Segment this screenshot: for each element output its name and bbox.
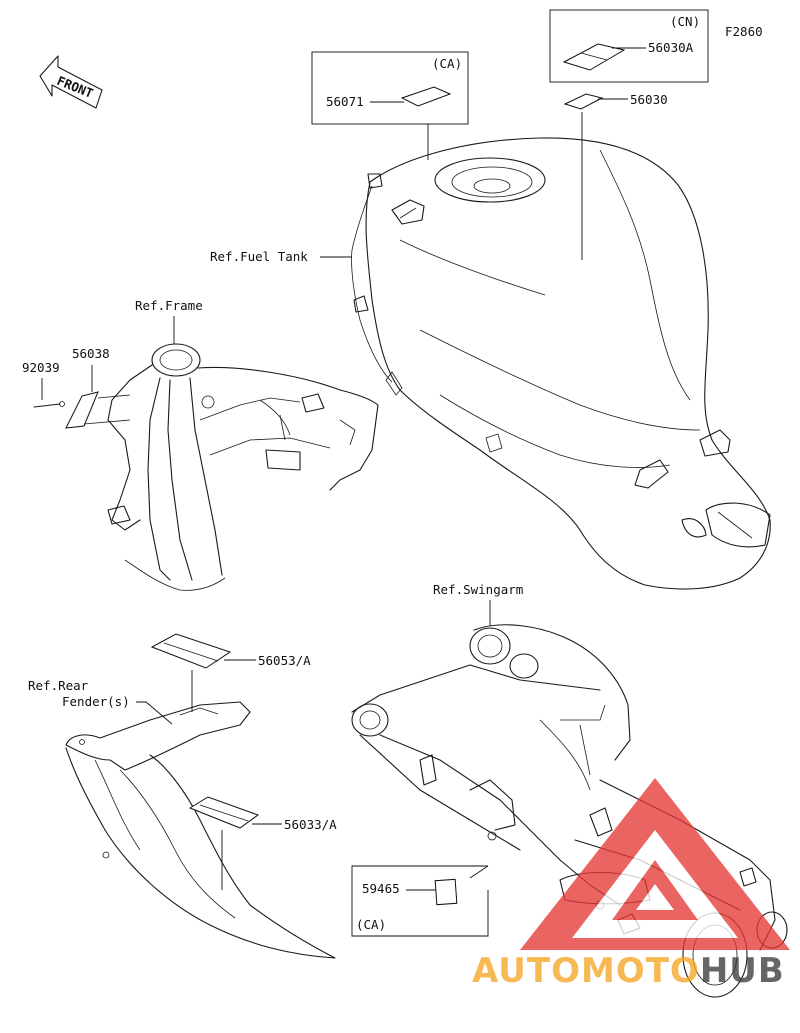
- part-56053a-label[interactable]: 56053/A: [258, 653, 311, 668]
- part-56053a: 56053/A: [150, 633, 311, 712]
- decal-56071: [400, 86, 452, 107]
- front-arrow-icon: FRONT: [39, 55, 103, 109]
- box-ca-56071: (CA) 56071: [311, 51, 469, 160]
- part-56030-label[interactable]: 56030: [630, 92, 668, 107]
- watermark-text-auto: AUTOMOTOHUB: [472, 951, 785, 991]
- ref-frame: Ref.Frame: [135, 298, 203, 344]
- part-56030: 56030: [563, 92, 668, 260]
- automotohub-watermark: AUTOMOTOHUB: [472, 778, 790, 991]
- decal-56030a: [562, 43, 626, 71]
- part-56038: 56038: [65, 346, 131, 429]
- fuel-tank-drawing: [351, 137, 771, 590]
- figure-code: F2860: [725, 24, 763, 39]
- part-56038-label[interactable]: 56038: [72, 346, 110, 361]
- box-ca-59465: 59465 (CA): [351, 865, 489, 937]
- box-cn-label: (CN): [670, 14, 700, 29]
- part-92039: 92039: [22, 360, 65, 408]
- part-59465-label[interactable]: 59465: [362, 881, 400, 896]
- ref-rear-fender-label-line1: Ref.Rear: [28, 678, 89, 693]
- box-ca-label: (CA): [432, 56, 462, 71]
- ref-fuel-tank-label: Ref.Fuel Tank: [210, 249, 308, 264]
- rear-fender-drawing: [65, 701, 336, 959]
- ref-frame-label: Ref.Frame: [135, 298, 203, 313]
- ref-rear-fender-label-line2: Fender(s): [62, 694, 130, 709]
- part-56071-label[interactable]: 56071: [326, 94, 364, 109]
- decal-59465: [434, 878, 458, 906]
- part-56033a-label[interactable]: 56033/A: [284, 817, 337, 832]
- ref-fuel-tank: Ref.Fuel Tank: [210, 249, 352, 264]
- part-56030a-label[interactable]: 56030A: [648, 40, 694, 55]
- ref-swingarm-label: Ref.Swingarm: [433, 582, 523, 597]
- frame-drawing: [107, 343, 379, 591]
- watermark-triangle-icon: [520, 778, 790, 950]
- ref-swingarm: Ref.Swingarm: [433, 582, 523, 626]
- box-cn-56030a: (CN) 56030A: [549, 9, 709, 83]
- part-92039-label[interactable]: 92039: [22, 360, 60, 375]
- part-56033a: 56033/A: [188, 796, 337, 890]
- ref-rear-fender: Ref.Rear Fender(s): [28, 678, 173, 725]
- box-ca-bottom-label: (CA): [356, 917, 386, 932]
